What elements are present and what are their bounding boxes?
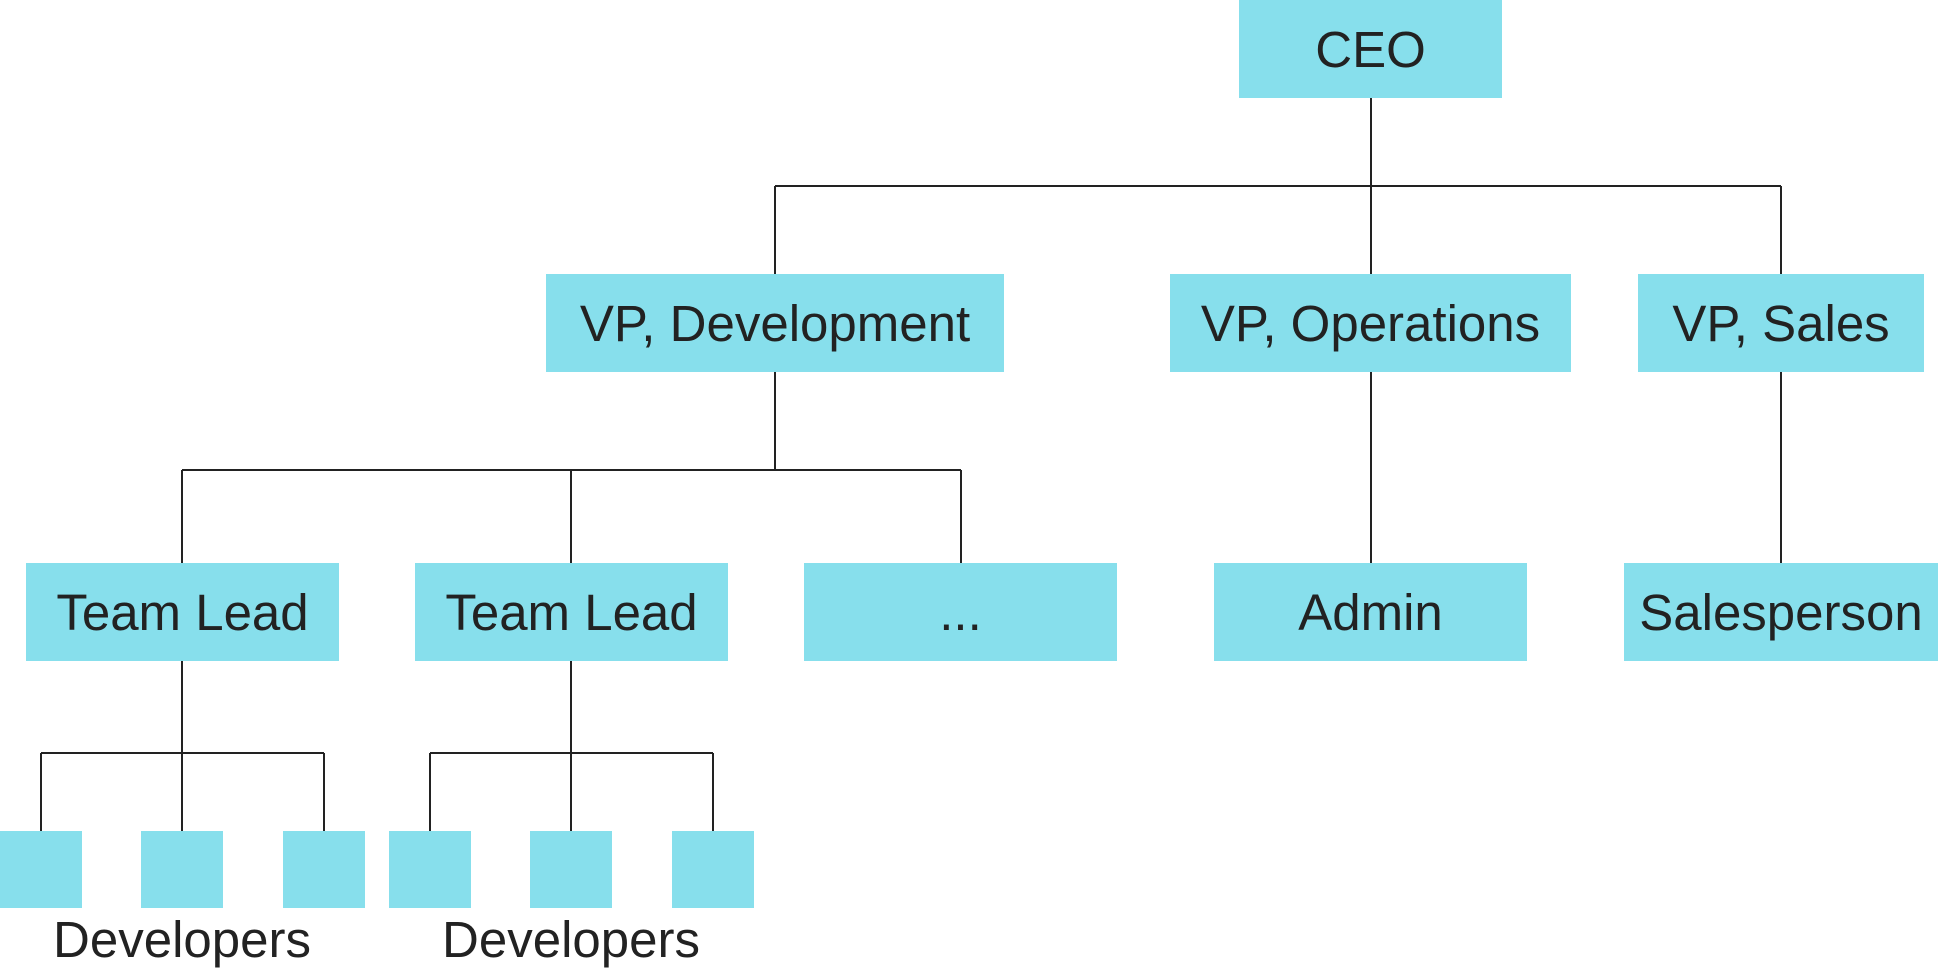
vp-development-label: VP, Development <box>579 294 971 352</box>
developer-box <box>283 831 365 908</box>
ceo-box: CEO <box>1239 0 1502 98</box>
developers-caption: Developers <box>53 911 311 968</box>
team-lead-box: Team Lead <box>415 563 728 661</box>
team-lead-label: Team Lead <box>445 583 698 641</box>
admin-label: Admin <box>1298 583 1443 641</box>
salesperson-box: Salesperson <box>1624 563 1938 661</box>
ceo-label: CEO <box>1315 20 1426 78</box>
developer-box <box>530 831 612 908</box>
developer-box <box>0 831 82 908</box>
more-teams-label: ... <box>939 583 982 641</box>
vp-operations-label: VP, Operations <box>1200 294 1541 352</box>
developers-caption: Developers <box>442 911 700 968</box>
vp-sales-label: VP, Sales <box>1672 294 1890 352</box>
vp-operations-box: VP, Operations <box>1170 274 1571 372</box>
vp-sales-box: VP, Sales <box>1638 274 1924 372</box>
developer-box <box>141 831 223 908</box>
developer-box <box>672 831 754 908</box>
vp-development-box: VP, Development <box>546 274 1004 372</box>
admin-box: Admin <box>1214 563 1527 661</box>
team-lead-label: Team Lead <box>56 583 309 641</box>
salesperson-label: Salesperson <box>1639 583 1923 641</box>
team-lead-box: Team Lead <box>26 563 339 661</box>
more-teams-box: ... <box>804 563 1117 661</box>
developer-box <box>389 831 471 908</box>
